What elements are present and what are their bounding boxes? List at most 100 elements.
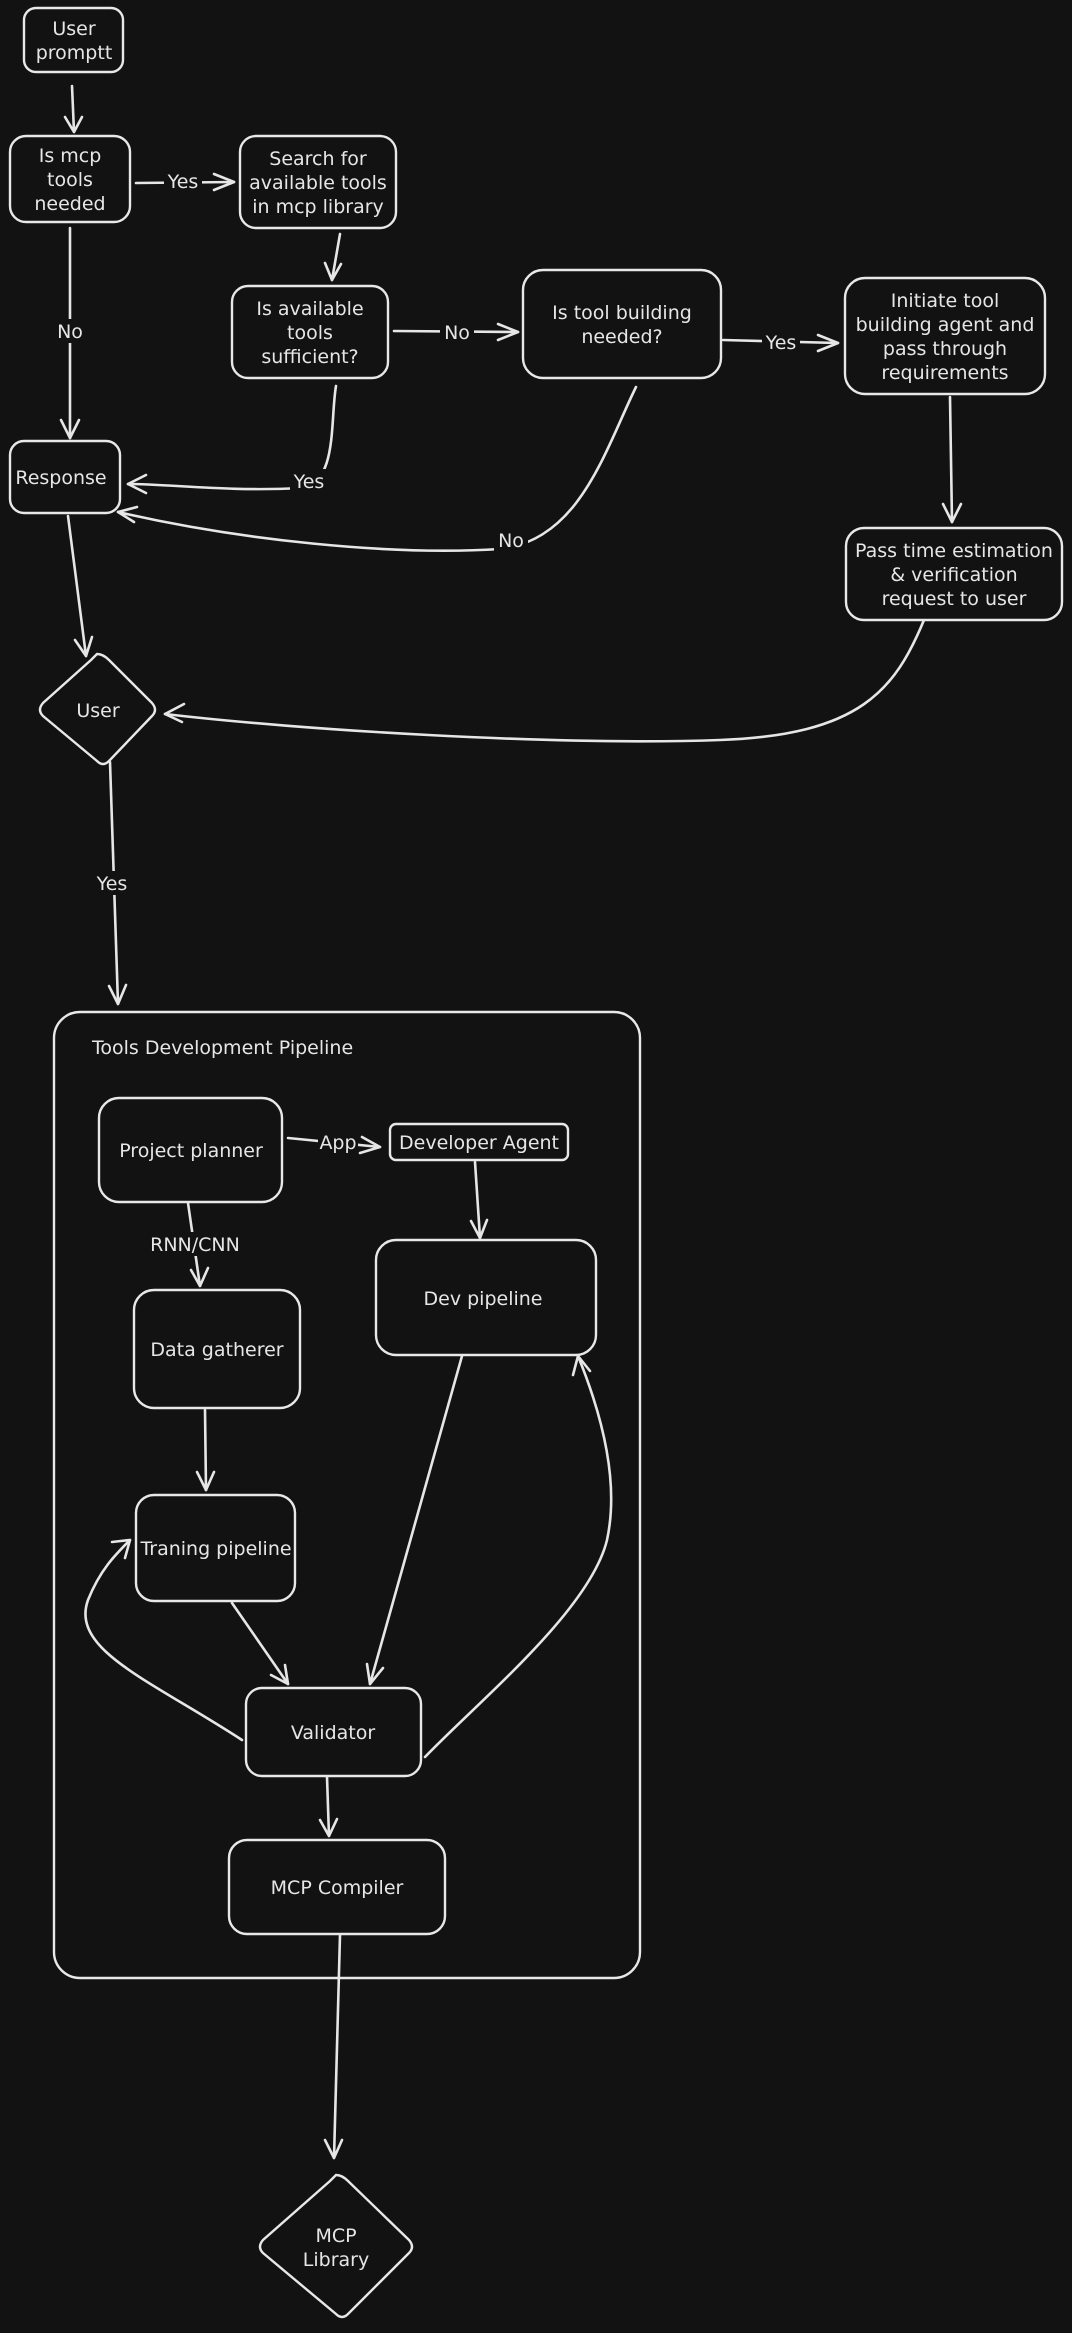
arrowheads xyxy=(59,115,963,2160)
arrowhead xyxy=(496,322,520,342)
node-dev-pipeline: Dev pipeline xyxy=(374,1238,598,1357)
label-line: tools xyxy=(47,169,93,191)
arrowhead xyxy=(212,172,236,192)
edge-validator-to-dev-pipeline xyxy=(423,1354,613,1759)
user-label: User xyxy=(76,700,119,722)
label-line: Is tool building xyxy=(552,302,692,324)
label-line: needed? xyxy=(581,326,662,348)
arrowhead xyxy=(163,702,186,724)
label-line: Project planner xyxy=(119,1140,263,1162)
arrowhead xyxy=(816,333,840,353)
edge-search-to-sufficient xyxy=(330,232,342,282)
response-label: Response xyxy=(15,467,106,489)
label-line: User xyxy=(52,18,95,40)
edge-response-to-user xyxy=(66,514,88,658)
dev-pipeline-label: Dev pipeline xyxy=(424,1288,543,1310)
node-data-gatherer: Data gatherer xyxy=(132,1288,302,1410)
arrowhead xyxy=(323,2138,344,2160)
container-title: Tools Development Pipeline xyxy=(91,1037,353,1059)
arrowhead xyxy=(63,115,84,134)
edge-labels: Yes No No Yes Yes No Yes App xyxy=(54,170,800,1256)
edge-label-text: No xyxy=(498,530,524,552)
label-line: Initiate tool xyxy=(891,290,999,312)
arrowhead xyxy=(73,635,94,658)
edge-building-no-to-response xyxy=(116,385,638,552)
arrowhead xyxy=(365,1662,385,1686)
label-line: tools xyxy=(287,322,333,344)
edge-time-estimation-to-user xyxy=(163,618,926,743)
edge-label-text: Yes xyxy=(293,471,325,493)
label-line: sufficient? xyxy=(261,346,358,368)
label-line: pass through xyxy=(883,338,1007,360)
arrowhead xyxy=(126,473,148,495)
label-line: MCP xyxy=(315,2225,356,2247)
label-line: needed xyxy=(34,193,105,215)
arrowhead xyxy=(358,1135,382,1155)
edge-validator-to-compiler xyxy=(325,1775,331,1838)
label-line: Is mcp xyxy=(39,145,102,167)
arrowhead xyxy=(941,502,963,524)
edge-compiler-to-library xyxy=(332,1933,342,2160)
node-training-pipeline: Traning pipeline xyxy=(134,1493,297,1603)
mcp-compiler-label: MCP Compiler xyxy=(271,1877,404,1899)
edge-label-text: Yes xyxy=(765,332,797,354)
label-line: Validator xyxy=(291,1722,376,1744)
edge-label-yes-response: Yes xyxy=(290,469,328,493)
label-line: building agent and xyxy=(856,314,1035,336)
node-developer-agent: Developer Agent xyxy=(388,1122,570,1162)
data-gatherer-label: Data gatherer xyxy=(150,1339,283,1361)
label-line: Library xyxy=(303,2249,369,2271)
edge-label-text: RNN/CNN xyxy=(150,1234,240,1256)
arrowhead xyxy=(110,1538,132,1560)
label-line: MCP Compiler xyxy=(271,1877,404,1899)
arrowhead xyxy=(116,505,139,524)
tools-development-pipeline-container: Tools Development Pipeline xyxy=(52,1010,642,1980)
edge-label-yes-initiate: Yes xyxy=(762,330,800,354)
label-line: promptt xyxy=(36,42,113,64)
edge-label-text: Yes xyxy=(167,171,199,193)
edge-label-no-tool-building: No xyxy=(440,320,474,344)
project-planner-label: Project planner xyxy=(119,1140,263,1162)
edge-initiate-to-time-estimation xyxy=(948,395,954,524)
edge-dev-pipeline-to-validator xyxy=(368,1354,464,1686)
label-line: Developer Agent xyxy=(399,1132,559,1154)
node-response: Response xyxy=(8,439,122,515)
edge-label-rnn-cnn: RNN/CNN xyxy=(148,1232,242,1256)
training-pipeline-label: Traning pipeline xyxy=(139,1538,291,1560)
node-user-decision: User xyxy=(38,652,157,766)
label-line: Response xyxy=(15,467,106,489)
edge-label-app: App xyxy=(318,1130,358,1154)
arrowhead xyxy=(469,1218,489,1240)
validator-label: Validator xyxy=(291,1722,376,1744)
edge-developer-to-dev-pipeline xyxy=(473,1160,482,1240)
node-validator: Validator xyxy=(244,1686,423,1778)
label-line: available tools xyxy=(249,172,387,194)
label-line: Pass time estimation xyxy=(855,540,1053,562)
arrowhead xyxy=(189,1266,210,1288)
edge-label-text: Yes xyxy=(96,873,128,895)
label-line: Dev pipeline xyxy=(424,1288,543,1310)
edge-label-yes-search: Yes xyxy=(164,170,202,194)
arrowhead xyxy=(59,418,81,440)
label-line: Is available xyxy=(256,298,363,320)
label-line: requirements xyxy=(881,362,1008,384)
edge-label-text: No xyxy=(57,321,83,343)
edge-label-text: App xyxy=(319,1132,356,1154)
edge-data-gatherer-to-training xyxy=(203,1408,208,1492)
edge-prompt-to-mcp-needed xyxy=(70,84,76,134)
arrowhead xyxy=(195,1470,216,1492)
label-line: User xyxy=(76,700,119,722)
